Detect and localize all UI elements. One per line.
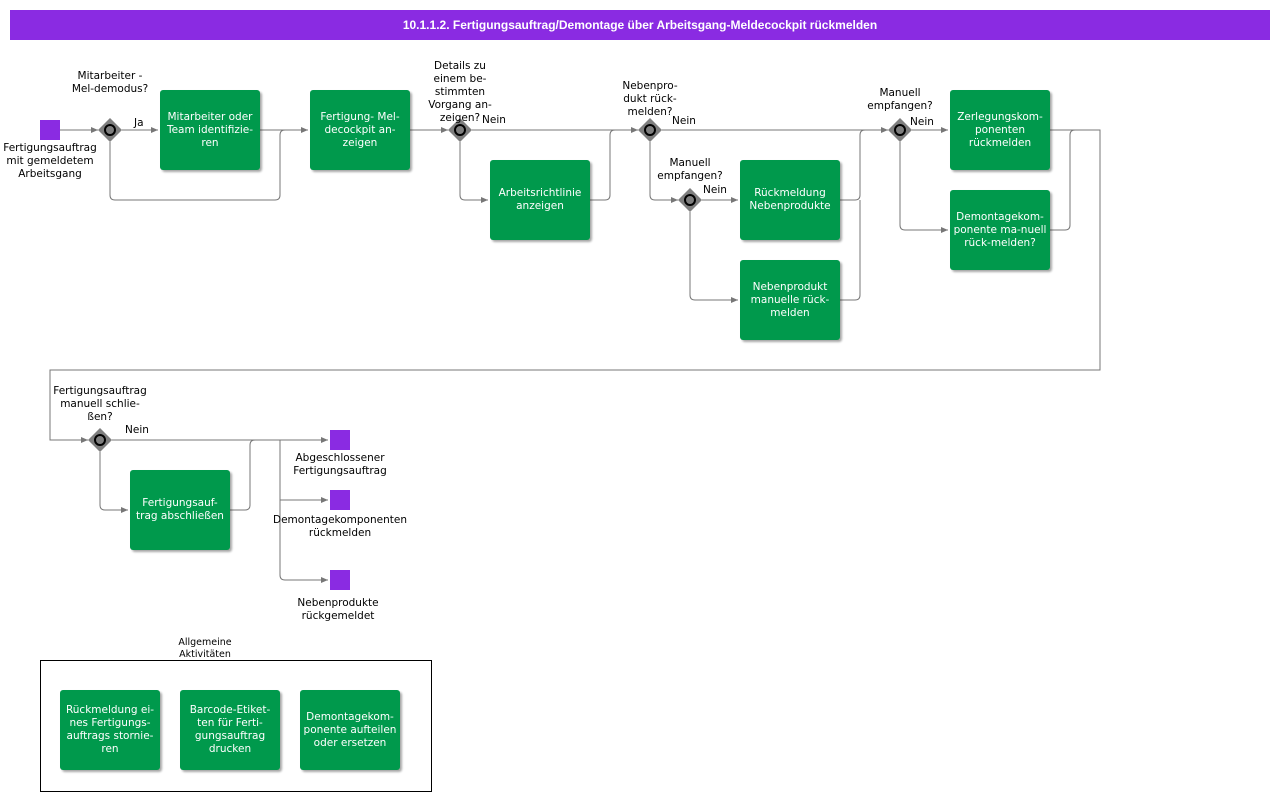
task-work-instruction[interactable]: Arbeitsrichtlinie anzeigen	[490, 160, 590, 240]
end-event-closed	[330, 430, 350, 450]
flow-g2-instruction	[459, 142, 488, 203]
task-print-barcode-labels[interactable]: Barcode-Etiket-ten für Ferti-gungsauftra…	[180, 690, 280, 770]
edge-label-nein-g5: Nein	[910, 116, 934, 128]
flow-disassembly-out	[49, 129, 1101, 443]
end-event-closed-label: Abgeschlossener Fertigungsauftrag	[293, 452, 387, 477]
flow-g4-manual	[689, 212, 738, 303]
task-disassembly-confirm[interactable]: Zerlegungskom-ponenten rückmelden	[950, 90, 1050, 170]
end-event-disassembly	[330, 490, 350, 510]
flow-manual-merge	[840, 200, 861, 301]
start-event-label: Fertigungsauftrag mit gemeldetem Arbeits…	[3, 142, 97, 180]
flow-g3-g4	[649, 142, 678, 203]
edge-label-nein-g6: Nein	[125, 424, 149, 436]
end-event-byproducts-label: Nebenprodukte rückgemeldet	[297, 597, 379, 622]
gateway-g2	[448, 118, 472, 142]
group-label: Allgemeine Aktivitäten	[178, 637, 232, 659]
gateway-g1	[98, 118, 122, 142]
gateway-g3	[638, 118, 662, 142]
gateway-g6-label: Fertigungsauftrag manuell schlie-ßen?	[53, 385, 147, 423]
general-activities-group	[40, 660, 432, 792]
flow-disassembly-manual-out	[1050, 129, 1076, 231]
flow-close-back	[230, 439, 256, 511]
gateway-g2-label: Details zu einem be-stimmten Vorgang an-…	[428, 60, 492, 124]
task-byproduct-confirm[interactable]: Rückmeldung Nebenprodukte	[740, 160, 840, 240]
gateway-g1-label: Mitarbeiter - Mel-demodus?	[71, 70, 149, 95]
end-event-disassembly-label: Demontagekomponenten rückmelden	[273, 514, 407, 539]
gateway-g4	[678, 188, 702, 212]
diagram-title: 10.1.1.2. Fertigungsauftrag/Demontage üb…	[10, 10, 1270, 40]
task-disassembly-manual[interactable]: Demontagekom-ponente ma-nuell rück-melde…	[950, 190, 1050, 270]
flow-end-byproducts	[279, 500, 328, 583]
start-event	[40, 120, 60, 140]
flow-byproduct-merge	[840, 129, 866, 201]
gateway-g4-label: Manuell empfangen?	[657, 157, 723, 182]
edge-label-nein-g3: Nein	[672, 115, 696, 127]
task-cancel-confirmation[interactable]: Rückmeldung ei-nes Fertigungs-auftrags s…	[60, 690, 160, 770]
task-show-cockpit[interactable]: Fertigung- Mel-decockpit an-zeigen	[310, 90, 410, 170]
flow-g5-manual	[899, 142, 948, 233]
task-identify-employee[interactable]: Mitarbeiter oder Team identifizie-ren	[160, 90, 260, 170]
edge-label-nein-g2: Nein	[482, 114, 506, 126]
edge-label-ja: Ja	[134, 117, 144, 129]
gateway-g3-label: Nebenpro-dukt rück-melden?	[622, 80, 678, 118]
gateway-g5-label: Manuell empfangen?	[867, 87, 933, 112]
flow-g1-bypass	[109, 129, 286, 201]
edge-label-nein-g4: Nein	[703, 184, 727, 196]
task-close-order[interactable]: Fertigungsauf-trag abschließen	[130, 470, 230, 550]
task-byproduct-manual[interactable]: Nebenprodukt manuelle rück-melden	[740, 260, 840, 340]
gateway-g6	[88, 428, 112, 452]
gateway-g5	[888, 118, 912, 142]
task-split-replace-component[interactable]: Demontagekom-ponente aufteilen oder erse…	[300, 690, 400, 770]
flow-g6-close	[99, 452, 128, 513]
end-event-byproducts	[330, 570, 350, 590]
flow-instruction-back	[590, 129, 616, 201]
